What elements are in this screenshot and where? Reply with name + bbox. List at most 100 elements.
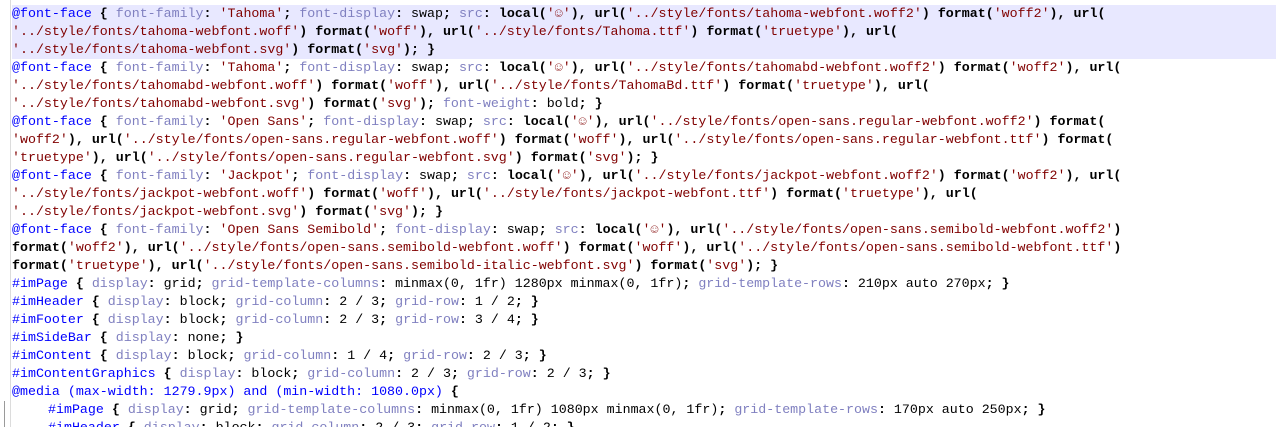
- code-line[interactable]: @font-face { font-family: 'Tahoma'; font…: [12, 59, 1276, 77]
- code-token: :: [466, 348, 483, 363]
- code-token: (: [626, 240, 635, 255]
- fold-line: [4, 401, 5, 427]
- code-line[interactable]: '../style/fonts/tahoma-webfont.svg') for…: [12, 41, 1276, 59]
- code-token: url: [706, 240, 731, 255]
- code-token: (: [371, 96, 380, 111]
- code-token: url: [1073, 6, 1098, 21]
- code-token: url: [171, 258, 196, 273]
- code-token: :: [200, 420, 216, 427]
- code-token: (: [634, 222, 643, 237]
- code-token: :: [415, 402, 432, 417]
- code-token: :: [482, 60, 499, 75]
- code-token: '../style/fonts/open-sans.regular-webfon…: [147, 150, 515, 165]
- code-token: grid-column: [307, 366, 396, 381]
- code-token: (: [171, 240, 180, 255]
- code-line[interactable]: #imPage { display: grid; grid-template-c…: [12, 275, 1276, 293]
- code-token: 'woff': [379, 186, 427, 201]
- code-token: 'truetype': [12, 150, 92, 165]
- code-token: block: [187, 348, 228, 363]
- code-token: ;: [283, 60, 300, 75]
- code-token: url: [91, 132, 116, 147]
- code-token: swap: [411, 60, 443, 75]
- code-token: url: [115, 150, 140, 165]
- code-token: ;: [379, 294, 396, 309]
- code-line[interactable]: @font-face { font-family: 'Open Sans Sem…: [12, 221, 1276, 239]
- code-token: (: [59, 258, 68, 273]
- code-line[interactable]: format('woff2'), url('../style/fonts/ope…: [12, 239, 1276, 257]
- code-line[interactable]: #imHeader { display: block; grid-column:…: [12, 293, 1276, 311]
- code-token: (: [1001, 168, 1010, 183]
- code-token: ); }: [626, 150, 659, 165]
- code-line[interactable]: '../style/fonts/jackpot-webfont.woff') f…: [12, 185, 1276, 203]
- code-token: font-family: [115, 6, 204, 21]
- code-token: grid-row: [466, 366, 531, 381]
- fold-gutter[interactable]: [0, 0, 11, 427]
- code-line[interactable]: @media (max-width: 1279.9px) and (min-wi…: [12, 383, 1276, 401]
- code-token: #imSideBar: [12, 330, 92, 345]
- code-line[interactable]: '../style/fonts/tahomabd-webfont.woff') …: [12, 77, 1276, 95]
- code-token: '../style/fonts/open-sans.semibold-webfo…: [179, 240, 563, 255]
- code-token: '../style/fonts/tahoma-webfont.woff2': [626, 6, 922, 21]
- code-token: :: [323, 312, 340, 327]
- code-token: 1 / 2: [511, 420, 551, 427]
- code-token: 'woff': [387, 78, 435, 93]
- code-line[interactable]: #imFooter { display: block; grid-column:…: [12, 311, 1276, 329]
- code-token: ): [1113, 240, 1122, 255]
- code-line[interactable]: #imPage { display: grid; grid-template-c…: [12, 401, 1276, 419]
- code-token: 1 / 4: [347, 348, 388, 363]
- code-token: '☺': [642, 222, 667, 237]
- code-token: ); }: [411, 204, 443, 219]
- code-token: 'truetype': [762, 24, 842, 39]
- code-token: ): [1033, 114, 1050, 129]
- code-token: {: [91, 348, 116, 363]
- code-token: format: [514, 132, 563, 147]
- code-token: ;: [450, 168, 467, 183]
- code-line[interactable]: #imSideBar { display: none; }: [12, 329, 1276, 347]
- code-token: format: [530, 150, 579, 165]
- code-token: url: [897, 78, 922, 93]
- code-token: format: [12, 258, 60, 273]
- code-token: ): [307, 96, 324, 111]
- code-line[interactable]: @font-face { font-family: 'Open Sans'; f…: [12, 113, 1276, 131]
- code-token: :: [147, 276, 164, 291]
- code-token: block: [251, 366, 292, 381]
- code-line[interactable]: format('truetype'), url('../style/fonts/…: [12, 257, 1276, 275]
- code-token: swap: [419, 168, 451, 183]
- code-token: minmax(0, 1fr) 1080px minmax(0, 1fr): [431, 402, 719, 417]
- code-token: ): [299, 24, 316, 39]
- code-line[interactable]: #imContentGraphics { display: block; gri…: [12, 365, 1276, 383]
- code-token: ; }: [219, 330, 244, 345]
- code-token: url: [450, 186, 475, 201]
- code-token: font-display: [323, 114, 420, 129]
- code-line[interactable]: '../style/fonts/tahoma-webfont.woff') fo…: [12, 23, 1276, 41]
- code-line[interactable]: '../style/fonts/tahomabd-webfont.svg') f…: [12, 95, 1276, 113]
- code-token: (: [754, 24, 763, 39]
- code-line[interactable]: 'truetype'), url('../style/fonts/open-sa…: [12, 149, 1276, 167]
- code-token: {: [91, 330, 116, 345]
- code-token: ): [690, 24, 707, 39]
- code-token: src: [482, 114, 507, 129]
- code-token: font-family: [115, 114, 204, 129]
- code-token: (: [1097, 6, 1106, 21]
- code-token: '../style/fonts/tahoma-webfont.woff': [12, 24, 300, 39]
- code-line[interactable]: @font-face { font-family: 'Tahoma'; font…: [12, 5, 1276, 23]
- code-token: ),: [426, 186, 451, 201]
- code-text-area[interactable]: @font-face { font-family: 'Tahoma'; font…: [12, 5, 1276, 427]
- code-line[interactable]: '../style/fonts/jackpot-webfont.svg') fo…: [12, 203, 1276, 221]
- code-token: ),: [67, 132, 92, 147]
- code-token: 210px auto 270px: [857, 276, 986, 291]
- code-line[interactable]: 'woff2'), url('../style/fonts/open-sans.…: [12, 131, 1276, 149]
- code-line[interactable]: #imContent { display: block; grid-column…: [12, 347, 1276, 365]
- code-token: '../style/fonts/open-sans.semibold-webfo…: [738, 240, 1114, 255]
- code-token: 1 / 2: [474, 294, 515, 309]
- code-token: #imPage: [48, 402, 104, 417]
- code-token: url: [602, 168, 627, 183]
- code-token: @font-face: [12, 168, 92, 183]
- code-line[interactable]: #imHeader { display: block; grid-column:…: [12, 419, 1276, 427]
- code-token: ): [770, 186, 787, 201]
- code-token: 'truetype': [67, 258, 148, 273]
- code-line[interactable]: @font-face { font-family: 'Jackpot'; fon…: [12, 167, 1276, 185]
- code-token: ): [634, 258, 651, 273]
- code-token: url: [594, 6, 619, 21]
